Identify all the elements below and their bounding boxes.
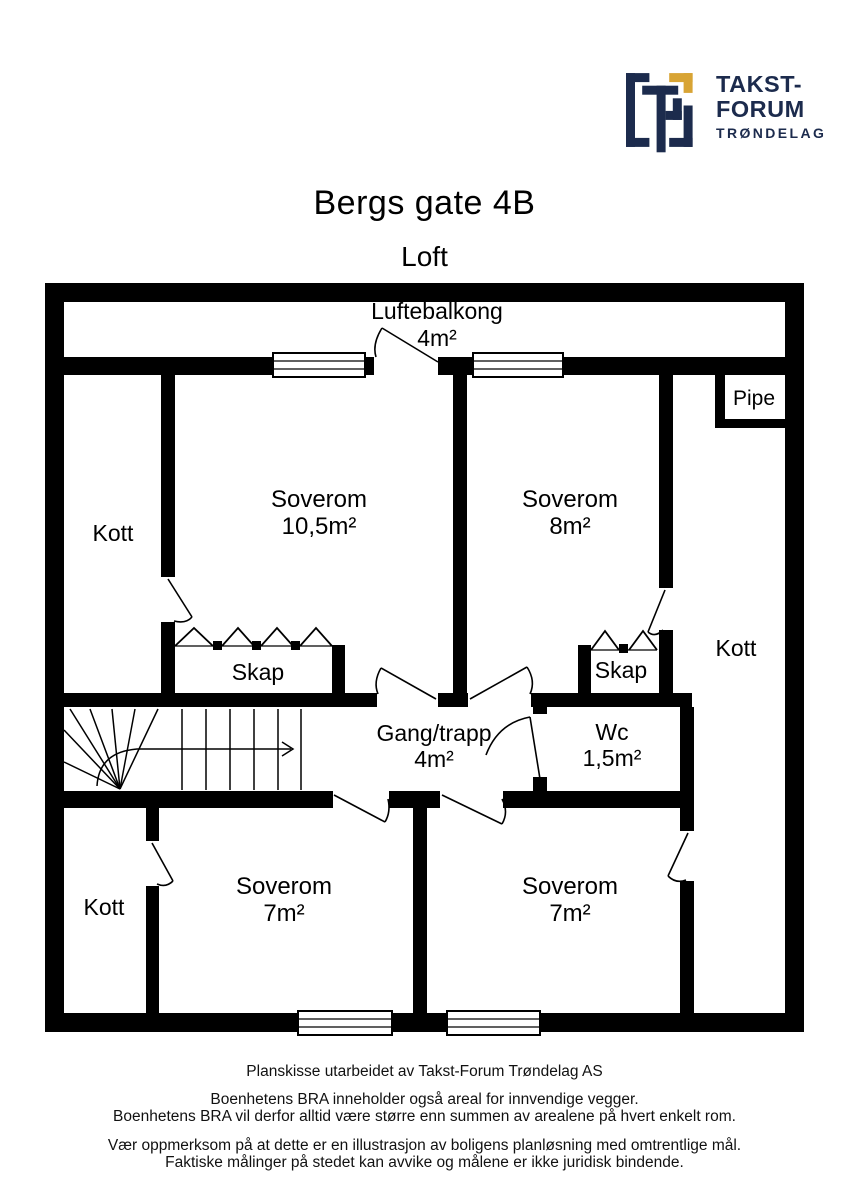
skap-left-bifold [174,626,333,650]
window-bottom-left [297,1010,393,1036]
takst-forum-logo: TAKST- FORUM TRØNDELAG [617,64,826,156]
label-kott-bottom-left: Kott [84,894,126,920]
soverom-8-kott-door [647,589,666,636]
soverom-7-left-door [333,794,390,823]
footer-bra-note-2: Boenhetens BRA vil derfor alltid være st… [113,1108,736,1125]
balcony-door [374,327,439,363]
logo-line3: TRØNDELAG [716,124,827,141]
label-skap-right: Skap [595,657,647,683]
label-wc-area: 1,5m² [583,745,642,771]
skap-right-bifold [590,629,658,653]
soverom-7-right-door [441,794,507,825]
footer-bra-note-1: Boenhetens BRA inneholder også areal for… [210,1091,639,1108]
room-labels: Luftebalkong 4m² Pipe Kott Soverom 10,5m… [84,298,775,927]
footer-disclaimer-1: Vær oppmerksom på at dette er en illustr… [107,1137,742,1154]
soverom-7-right-kott-door [667,832,689,883]
logo-right-bracket [669,105,693,147]
soverom-8-door [469,666,534,700]
interior-walls [64,357,787,1013]
label-soverom-8: Soverom [522,486,618,513]
label-soverom-7-right: Soverom [522,873,618,900]
kott-bottom-left-door [151,842,174,887]
logo-line1: TAKST- [716,71,803,97]
label-gang: Gang/trapp [376,720,491,746]
label-luftebalkong: Luftebalkong [371,298,503,324]
logo-gold-corner [669,73,693,93]
label-gang-area: 4m² [414,746,454,772]
label-kott-top-left: Kott [93,520,135,546]
staircase [63,708,302,790]
footer-credit: Planskisse utarbeidet av Takst-Forum Trø… [246,1063,603,1080]
logo-text: TAKST- FORUM TRØNDELAG [716,64,826,141]
label-kott-right: Kott [716,635,758,661]
label-luftebalkong-area: 4m² [417,325,457,351]
label-soverom-7-right-area: 7m² [549,900,590,927]
label-pipe: Pipe [733,387,775,410]
logo-line2: FORUM [716,96,805,123]
label-soverom-8-area: 8m² [549,513,590,540]
door-openings [144,355,696,886]
label-soverom-10-area: 10,5m² [282,513,357,540]
stair-walkline [96,748,291,787]
logo-left-bracket [626,73,650,147]
footer-disclaimer-2: Faktiske målinger på stedet kan avvike o… [165,1154,684,1171]
page-title: Bergs gate 4B [313,184,536,222]
label-wc: Wc [595,719,628,745]
outer-walls [45,283,804,1032]
label-soverom-7-left: Soverom [236,873,332,900]
kott-top-left-door [167,578,193,623]
window-top-left [272,352,366,378]
stair-arrowhead [281,741,295,757]
wc-door [485,716,541,780]
soverom-10-door [375,667,437,700]
takst-forum-logo-icon [626,73,693,153]
label-skap-left: Skap [232,659,284,685]
logo-middle-figure [642,85,682,153]
window-bottom-right [446,1010,541,1036]
floor-title: Loft [401,241,448,272]
window-top-right [472,352,564,378]
label-soverom-7-left-area: 7m² [263,900,304,927]
label-soverom-10: Soverom [271,486,367,513]
